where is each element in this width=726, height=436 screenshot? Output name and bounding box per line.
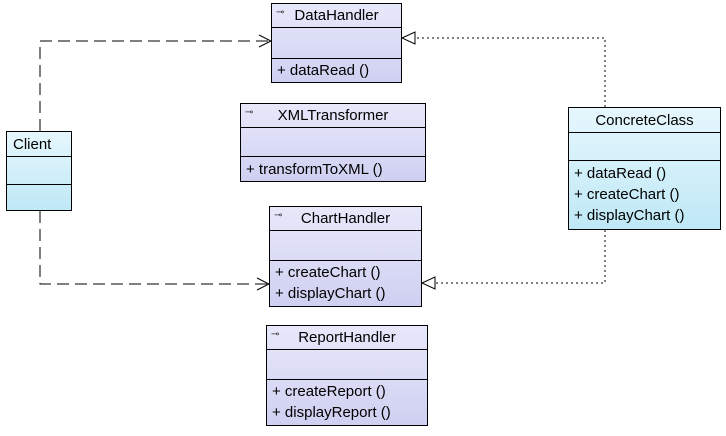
class-name: ChartHandler	[300, 210, 391, 227]
class-charthandler[interactable]: ⊸ ChartHandler + createChart () + displa…	[269, 206, 422, 307]
operation: + createChart ()	[275, 264, 381, 281]
class-reporthandler[interactable]: ⊸ ReportHandler + createReport () + disp…	[266, 325, 428, 426]
interface-stereotype-icon: ⊸	[276, 7, 285, 18]
attributes-compartment	[272, 28, 401, 59]
class-datahandler[interactable]: ⊸ DataHandler + dataRead ()	[271, 3, 402, 83]
dependency-client-datahandler	[39, 34, 273, 131]
class-header: Client	[7, 132, 71, 157]
interface-stereotype-icon: ⊸	[245, 107, 254, 118]
dependency-client-charthandler	[39, 211, 271, 291]
class-xmltransformer[interactable]: ⊸ XMLTransformer + transformToXML ()	[240, 103, 426, 182]
operation: + createChart ()	[574, 186, 680, 203]
class-name: DataHandler	[294, 7, 379, 24]
operations-compartment: + createReport () + displayReport ()	[267, 380, 427, 423]
class-name: Client	[13, 136, 52, 153]
class-name: ReportHandler	[298, 329, 396, 346]
interface-stereotype-icon: ⊸	[274, 210, 283, 221]
attributes-compartment	[267, 350, 427, 380]
operation: + displayChart ()	[275, 285, 386, 302]
hollow-triangle-arrowhead-icon	[400, 31, 416, 45]
operation: + transformToXML ()	[246, 161, 383, 178]
interface-stereotype-icon: ⊸	[271, 329, 280, 340]
attributes-compartment	[270, 231, 421, 261]
attributes-compartment	[241, 128, 425, 157]
realization-concrete-datahandler	[400, 31, 606, 107]
attributes-compartment	[7, 157, 71, 185]
operations-compartment: + dataRead ()	[272, 59, 401, 81]
realization-concrete-charthandler	[420, 230, 606, 290]
class-header: ⊸ ChartHandler	[270, 207, 421, 231]
class-client[interactable]: Client	[6, 131, 72, 211]
class-header: ⊸ DataHandler	[272, 4, 401, 28]
operation: + dataRead ()	[574, 165, 667, 182]
class-name: ConcreteClass	[595, 112, 694, 129]
class-concreteclass[interactable]: ConcreteClass + dataRead () + createChar…	[568, 107, 721, 230]
operations-compartment: + createChart () + displayChart ()	[270, 261, 421, 304]
attributes-compartment	[569, 133, 720, 161]
class-name: XMLTransformer	[277, 107, 389, 124]
operations-compartment: + dataRead () + createChart () + display…	[569, 161, 720, 226]
class-header: ConcreteClass	[569, 108, 720, 133]
operation: + displayChart ()	[574, 207, 685, 224]
hollow-triangle-arrowhead-icon	[420, 276, 436, 290]
operations-compartment	[7, 185, 71, 210]
operation: + displayReport ()	[272, 404, 391, 421]
class-header: ⊸ ReportHandler	[267, 326, 427, 350]
operation: + dataRead ()	[277, 62, 370, 79]
class-header: ⊸ XMLTransformer	[241, 104, 425, 128]
operation: + createReport ()	[272, 383, 386, 400]
operations-compartment: + transformToXML ()	[241, 157, 425, 180]
